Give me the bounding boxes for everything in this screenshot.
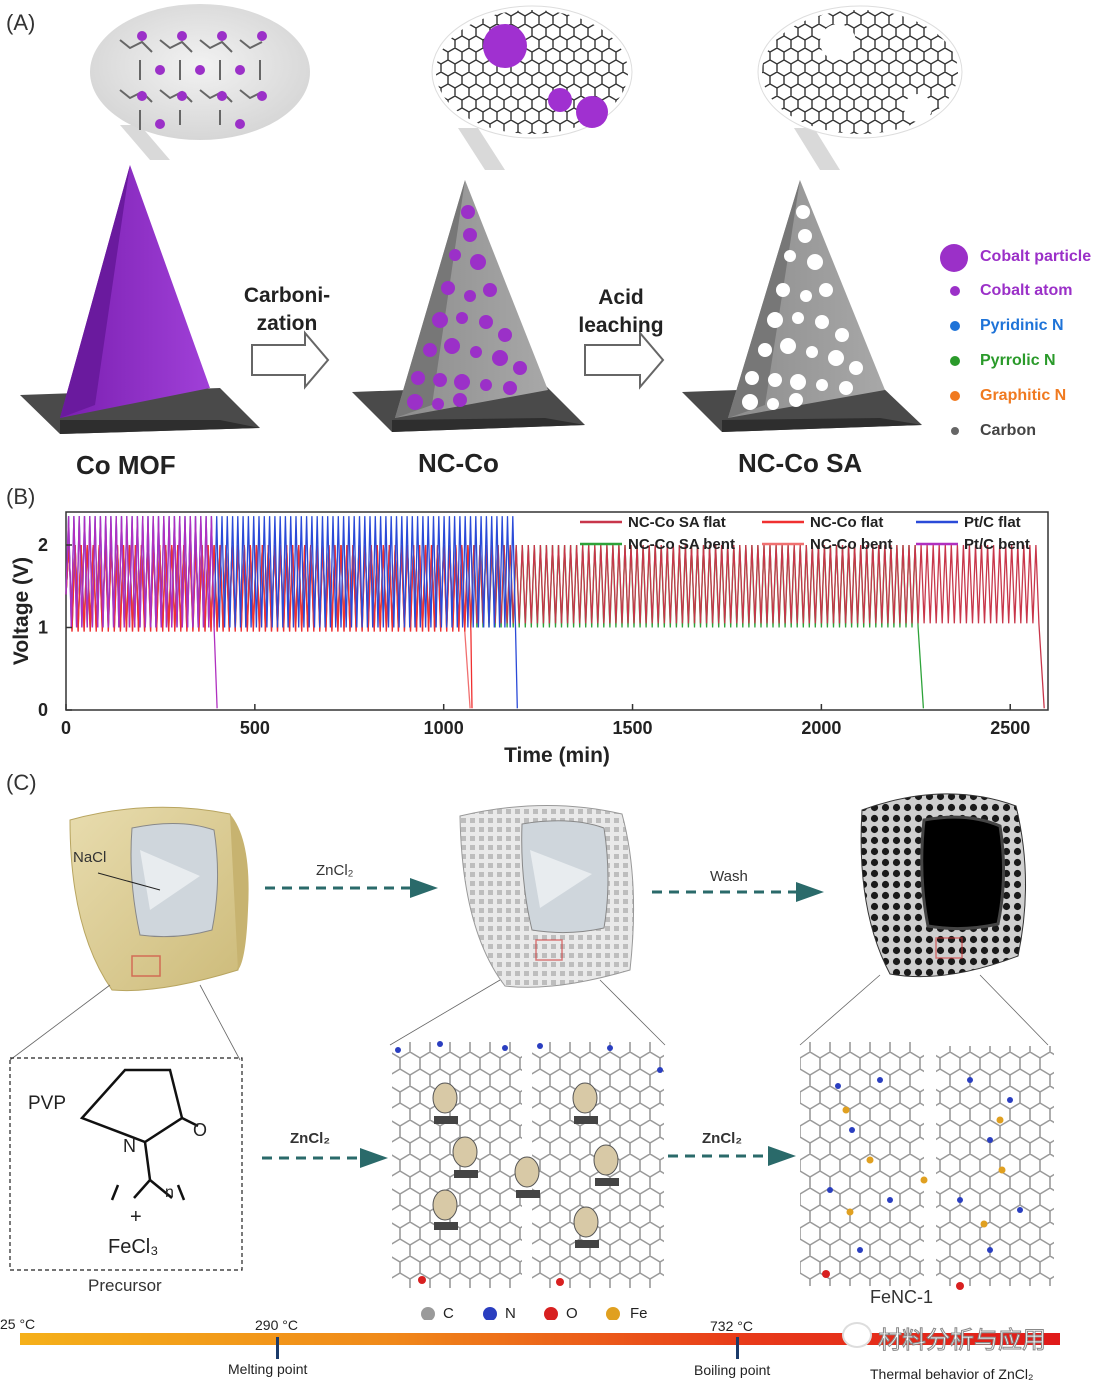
legend-cobalt-particle: Cobalt particle xyxy=(938,242,1102,276)
atom-label-c: C xyxy=(443,1305,454,1322)
wechat-icon xyxy=(842,1322,872,1348)
panel-a-label: (A) xyxy=(6,10,36,35)
wash-label: Wash xyxy=(710,868,748,885)
y-tick-label: 1 xyxy=(38,618,48,638)
atom-label-fe: Fe xyxy=(630,1305,648,1322)
oxygen-atom-dot xyxy=(544,1307,558,1320)
atom-label-n: N xyxy=(505,1305,516,1322)
legend-carbon: Carbon xyxy=(938,416,1102,451)
x-axis-label: Time (min) xyxy=(504,744,610,767)
fenc-sheet-left xyxy=(800,1042,924,1286)
repeat-subscript: n xyxy=(165,1184,174,1201)
legend-pyridinic-n: Pyridinic N xyxy=(938,311,1102,346)
carbonization-arrow xyxy=(251,330,330,390)
nacl-label: NaCl xyxy=(73,849,107,866)
hollow-fenc-cube xyxy=(860,793,1027,978)
iron-atom-dot xyxy=(606,1307,620,1320)
nitrogen-atom-dot xyxy=(483,1307,497,1320)
boiling-marker xyxy=(736,1337,739,1359)
y-tick-label: 2 xyxy=(38,535,48,555)
large-purple-dot-icon xyxy=(940,244,968,272)
acid-leaching-arrow xyxy=(584,330,665,390)
orange-dot-icon xyxy=(950,391,960,401)
legend-pyrrolic-n: Pyrrolic N xyxy=(938,346,1102,381)
zncl2-label-1: ZnCl₂ xyxy=(316,862,354,879)
legend-graphitic-n: Graphitic N xyxy=(938,381,1102,416)
pvp-label: PVP xyxy=(28,1093,67,1114)
legend-cobalt-atom: Cobalt atom xyxy=(938,276,1102,311)
nitrogen-symbol: N xyxy=(123,1136,136,1156)
fecl3-label: FeCl₃ xyxy=(108,1236,159,1258)
series-layer xyxy=(65,516,1045,709)
nacl-precursor-cube xyxy=(69,806,249,992)
panel-c-label: (C) xyxy=(6,770,37,795)
gray-dot-icon xyxy=(951,427,959,435)
oxygen-symbol: O xyxy=(193,1120,208,1140)
sample-nc-co-sa: NC-Co SA xyxy=(738,448,863,478)
graphene-sheet-left xyxy=(392,1042,522,1288)
thermal-behavior-caption: Thermal behavior of ZnCl₂ xyxy=(870,1366,1034,1382)
x-tick-label: 0 xyxy=(61,718,71,738)
panel-a-legend: Cobalt particle Cobalt atom Pyridinic N … xyxy=(938,242,1102,451)
legend-label: NC-Co SA flat xyxy=(628,514,726,531)
precursor-box xyxy=(9,1057,243,1271)
x-tick-label: 1000 xyxy=(424,718,464,738)
series-line xyxy=(65,516,218,709)
temp-732: 732 °C xyxy=(710,1318,753,1334)
melting-marker xyxy=(276,1337,279,1359)
x-tick-label: 2500 xyxy=(990,718,1030,738)
legend-label: Pt/C bent xyxy=(964,536,1030,553)
zncl2-label-3: ZnCl₂ xyxy=(702,1130,742,1147)
precursor-caption: Precursor xyxy=(88,1276,162,1295)
x-tick-label: 500 xyxy=(240,718,270,738)
melting-point-label: Melting point xyxy=(228,1361,308,1377)
temp-25: 25 °C xyxy=(0,1316,36,1332)
legend-label: NC-Co bent xyxy=(810,536,893,553)
watermark: 材料分析与应用 xyxy=(842,1318,1082,1355)
panel-a-illustration xyxy=(20,4,963,434)
blue-dot-icon xyxy=(950,321,960,331)
plus-sign: + xyxy=(130,1206,142,1228)
carbon-atom-dot xyxy=(421,1307,435,1320)
atom-label-o: O xyxy=(566,1305,578,1322)
purple-dot-icon xyxy=(950,286,960,296)
fenc-sheet-right xyxy=(936,1046,1054,1286)
legend-label: Pt/C flat xyxy=(964,514,1021,531)
y-tick-label: 0 xyxy=(38,700,48,720)
fenc-1-label: FeNC-1 xyxy=(870,1287,934,1307)
fe-complex-molecules xyxy=(432,1082,619,1248)
panel-c-illustration xyxy=(9,793,1054,1320)
x-tick-label: 2000 xyxy=(801,718,841,738)
boiling-point-label: Boiling point xyxy=(694,1362,771,1378)
nc-co-model xyxy=(352,5,633,432)
porous-cube xyxy=(459,804,635,988)
y-axis-label: Voltage (V) xyxy=(10,557,33,665)
temp-290: 290 °C xyxy=(255,1317,298,1333)
zncl2-label-2: ZnCl₂ xyxy=(290,1130,330,1147)
nacl-pointer xyxy=(97,872,161,891)
sample-co-mof: Co MOF xyxy=(76,450,176,480)
panel-b-label: (B) xyxy=(6,484,36,509)
co-mof-model xyxy=(20,4,310,434)
x-tick-label: 1500 xyxy=(613,718,653,738)
nc-co-sa-model xyxy=(682,5,963,432)
sample-nc-co: NC-Co xyxy=(418,448,499,478)
legend-label: NC-Co flat xyxy=(810,514,883,531)
legend-label: NC-Co SA bent xyxy=(628,536,735,553)
pvp-structure xyxy=(79,1068,199,1201)
temperature-bar xyxy=(20,1333,1060,1345)
step-carbonization: Carboni-zation xyxy=(243,284,331,335)
green-dot-icon xyxy=(950,356,960,366)
